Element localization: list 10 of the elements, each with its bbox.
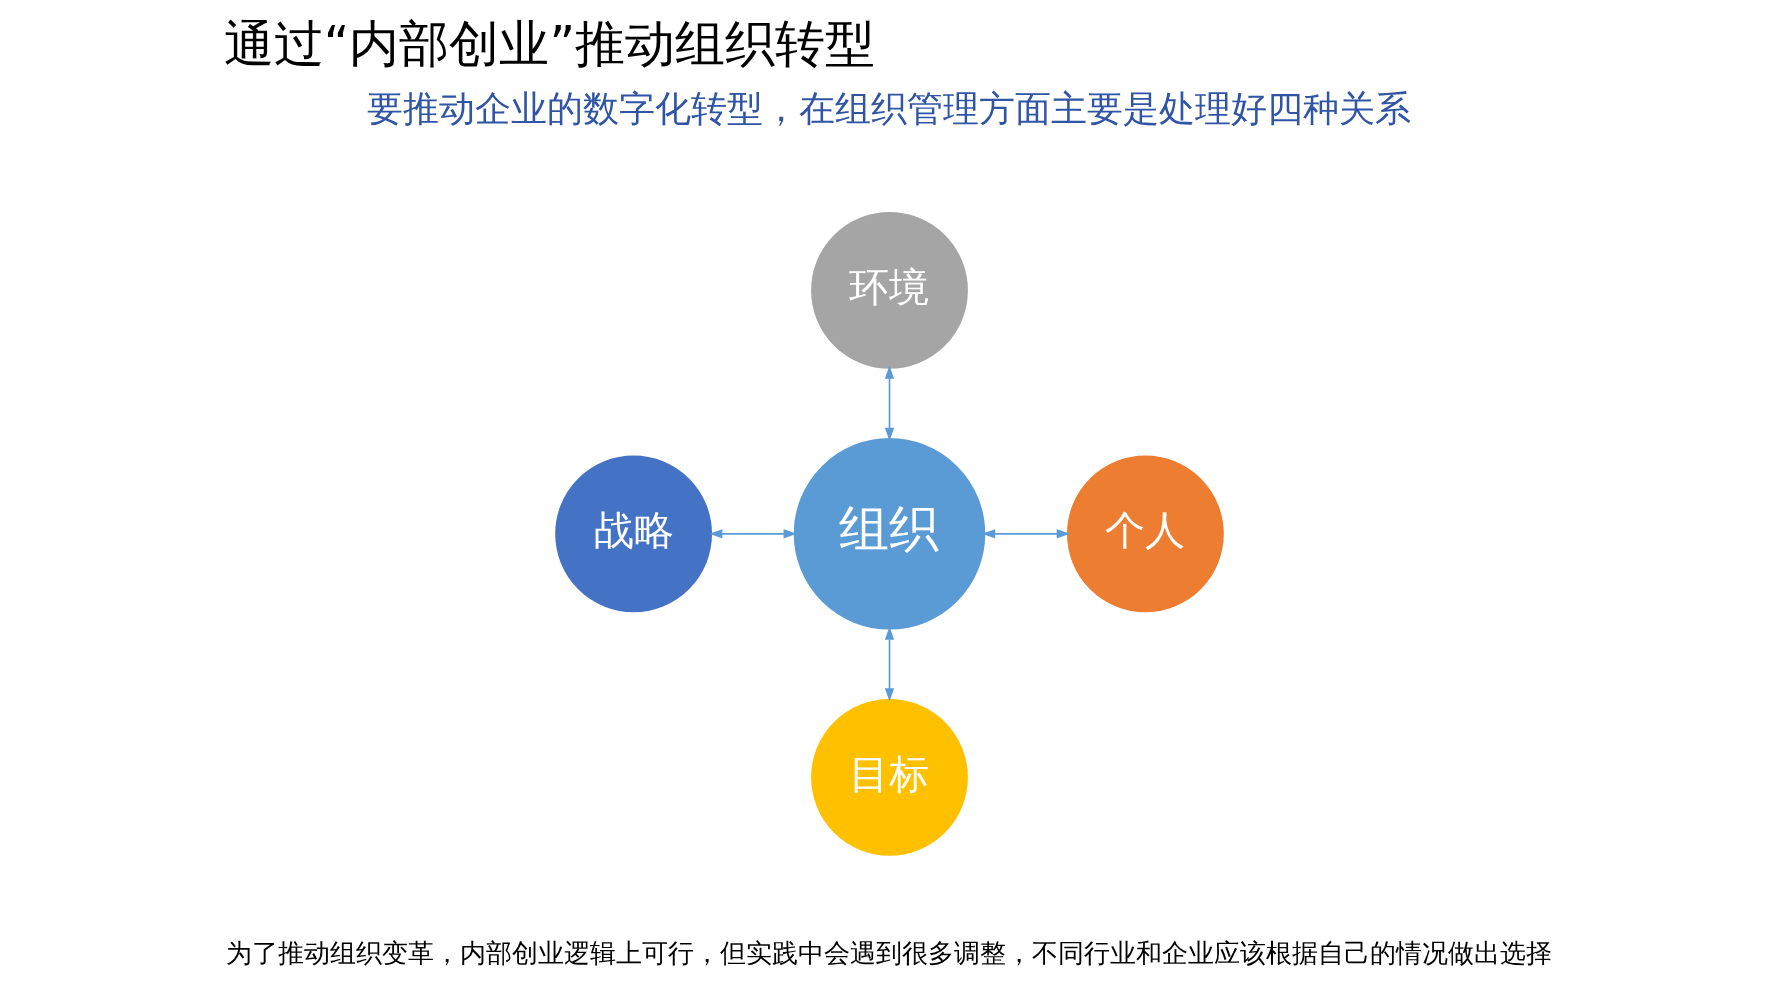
label: 要推动企业的数字化转型，在组织管理方面主要是处理好四种关系	[367, 87, 1411, 131]
node-circle: 目标	[810, 698, 968, 856]
node-circle: 个人	[1066, 455, 1224, 613]
node-circle: 战略	[554, 455, 712, 613]
node-circle: 组织	[793, 438, 985, 630]
arrow	[708, 529, 797, 539]
arrow	[884, 626, 894, 702]
node-circle: 环境	[810, 211, 968, 369]
label: 为了推动组织变革，内部创业逻辑上可行，但实践中会遇到很多调整，不同行业和企业应该根据自己的情况做出选择	[226, 936, 1552, 968]
diagram-title: 通过“内部创业”推动组织转型	[223, 14, 875, 73]
